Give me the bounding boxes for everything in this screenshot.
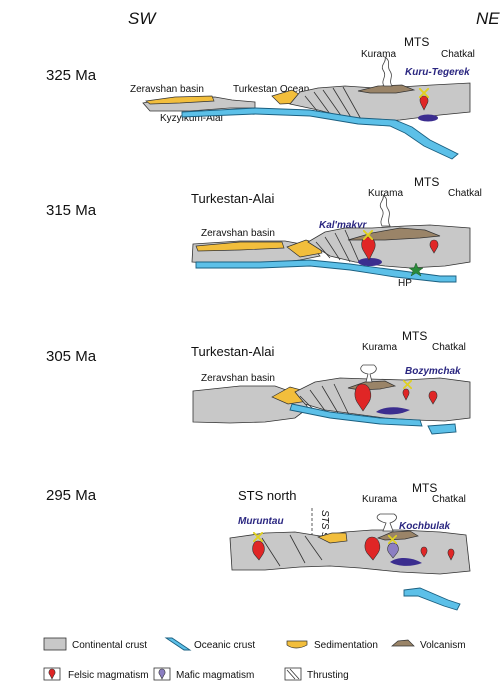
partial-melt xyxy=(358,258,382,266)
felsic-intrusion-east xyxy=(429,239,439,254)
deposit-label-kuru-tegerek: Kuru-Tegerek xyxy=(405,67,470,78)
legend-frame xyxy=(153,667,171,681)
volcanic-plume xyxy=(376,513,397,532)
legend: Continental crust Oceanic crust Sediment… xyxy=(43,637,466,681)
legend-frame xyxy=(284,667,302,681)
legend-item-oceanic-crust: Oceanic crust xyxy=(164,637,255,651)
felsic-intrusion-west xyxy=(252,540,265,561)
region-label-chatkal: Chatkal xyxy=(432,494,466,505)
region-label-mts: MTS xyxy=(412,481,437,495)
region-label-kurama: Kurama xyxy=(361,49,396,60)
region-label-mts: MTS xyxy=(414,175,439,189)
region-label-kurama: Kurama xyxy=(362,494,397,505)
deposit-label-kochbulak: Kochbulak xyxy=(399,521,451,532)
legend-item-mafic-magmatism: Mafic magmatism xyxy=(153,667,254,681)
legend-swatch xyxy=(391,639,415,647)
continental-crust-main xyxy=(229,529,471,575)
mafic-intrusion xyxy=(387,542,399,559)
legend-label: Mafic magmatism xyxy=(176,670,254,681)
partial-melt xyxy=(376,407,410,415)
volcanism-cover xyxy=(376,530,419,541)
legend-swatch xyxy=(164,637,192,651)
panel-305ma: 305 Ma Turkestan-Alai MTS Kurama Chatkal… xyxy=(46,329,471,435)
region-label-mts: MTS xyxy=(402,329,427,343)
legend-label: Sedimentation xyxy=(314,640,378,651)
thrust-lines xyxy=(315,229,361,265)
legend-item-sedimentation: Sedimentation xyxy=(286,640,378,651)
panel-age: 315 Ma xyxy=(46,202,97,219)
thrust-lines xyxy=(304,86,363,122)
legend-frame xyxy=(43,667,61,681)
panel-325ma: 325 Ma MTS Kurama Chatkal Kuru-Tegerek Z… xyxy=(46,35,475,160)
legend-item-felsic-magmatism: Felsic magmatism xyxy=(43,667,149,681)
orientation-ne: NE xyxy=(476,9,500,28)
felsic-intrusion-east xyxy=(447,548,455,561)
sedimentation-basin xyxy=(317,532,348,544)
legend-swatch xyxy=(43,637,67,651)
felsic-intrusion-east xyxy=(428,390,438,405)
orientation-sw: SW xyxy=(128,9,157,28)
hp-label: HP xyxy=(398,278,412,289)
deposit-label-kalmakyr: Kal'makyr xyxy=(319,220,368,231)
hp-star-icon xyxy=(408,262,424,277)
basin-label: Zeravshan basin xyxy=(201,373,275,384)
region-label-kurama: Kurama xyxy=(368,188,403,199)
sedimentation-basin xyxy=(145,95,215,105)
region-label-chatkal: Chatkal xyxy=(432,342,466,353)
partial-melt xyxy=(418,114,438,122)
legend-item-continental-crust: Continental crust xyxy=(43,637,147,651)
legend-item-thrusting: Thrusting xyxy=(284,667,349,681)
thrust-lines xyxy=(261,534,323,567)
oceanic-crust-slab xyxy=(181,107,459,160)
terrane-label: Kyzylkum-Alai xyxy=(160,113,223,124)
legend-label: Felsic magmatism xyxy=(68,670,149,681)
thrust-icon xyxy=(286,668,300,680)
sedimentation-basin xyxy=(195,241,285,252)
panel-age: 295 Ma xyxy=(46,487,97,504)
region-label-chatkal: Chatkal xyxy=(448,188,482,199)
panel-age: 305 Ma xyxy=(46,348,97,365)
legend-label: Thrusting xyxy=(307,670,349,681)
oceanic-crust-fragment xyxy=(403,587,461,611)
region-label-chatkal: Chatkal xyxy=(441,49,475,60)
deposit-label-bozymchak: Bozymchak xyxy=(405,366,461,377)
legend-swatch xyxy=(286,640,308,649)
oceanic-crust-slab xyxy=(195,259,457,283)
volcanic-plume xyxy=(381,55,393,87)
volcanic-plume xyxy=(360,364,377,383)
volcanic-plume xyxy=(379,193,391,227)
region-label-kurama: Kurama xyxy=(362,342,397,353)
mafic-icon xyxy=(158,668,166,680)
oceanic-crust-fragment xyxy=(427,423,457,435)
thrust-lines xyxy=(299,383,350,416)
felsic-intrusion-main xyxy=(364,536,381,561)
felsic-intrusion-main xyxy=(354,383,372,412)
terrane-label-sts-north: STS north xyxy=(238,488,297,503)
deposit-label-muruntau: Muruntau xyxy=(238,516,284,527)
volcanism-cover xyxy=(357,84,416,94)
legend-label: Volcanism xyxy=(420,640,466,651)
felsic-icon xyxy=(48,668,56,680)
felsic-intrusion-center xyxy=(420,546,428,558)
basin-label: Zeravshan basin xyxy=(201,228,275,239)
felsic-intrusion-center xyxy=(402,388,410,401)
basin-label: Zeravshan basin xyxy=(130,84,204,95)
oceanic-crust-slab xyxy=(289,403,423,427)
terrane-label: Turkestan-Alai xyxy=(191,344,274,359)
partial-melt xyxy=(390,557,422,566)
legend-item-volcanism: Volcanism xyxy=(391,639,466,651)
legend-label: Continental crust xyxy=(72,640,147,651)
panel-295ma: 295 Ma STS north MTS Kurama Chatkal Muru… xyxy=(46,481,471,611)
legend-label: Oceanic crust xyxy=(194,640,255,651)
panel-age: 325 Ma xyxy=(46,67,97,84)
ocean-label: Turkestan Ocean xyxy=(233,84,309,95)
terrane-label: Turkestan-Alai xyxy=(191,191,274,206)
continental-crust-east xyxy=(294,377,471,422)
region-label-mts: MTS xyxy=(404,35,429,49)
panel-315ma: 315 Ma Turkestan-Alai MTS Kurama Chatkal… xyxy=(46,175,482,289)
